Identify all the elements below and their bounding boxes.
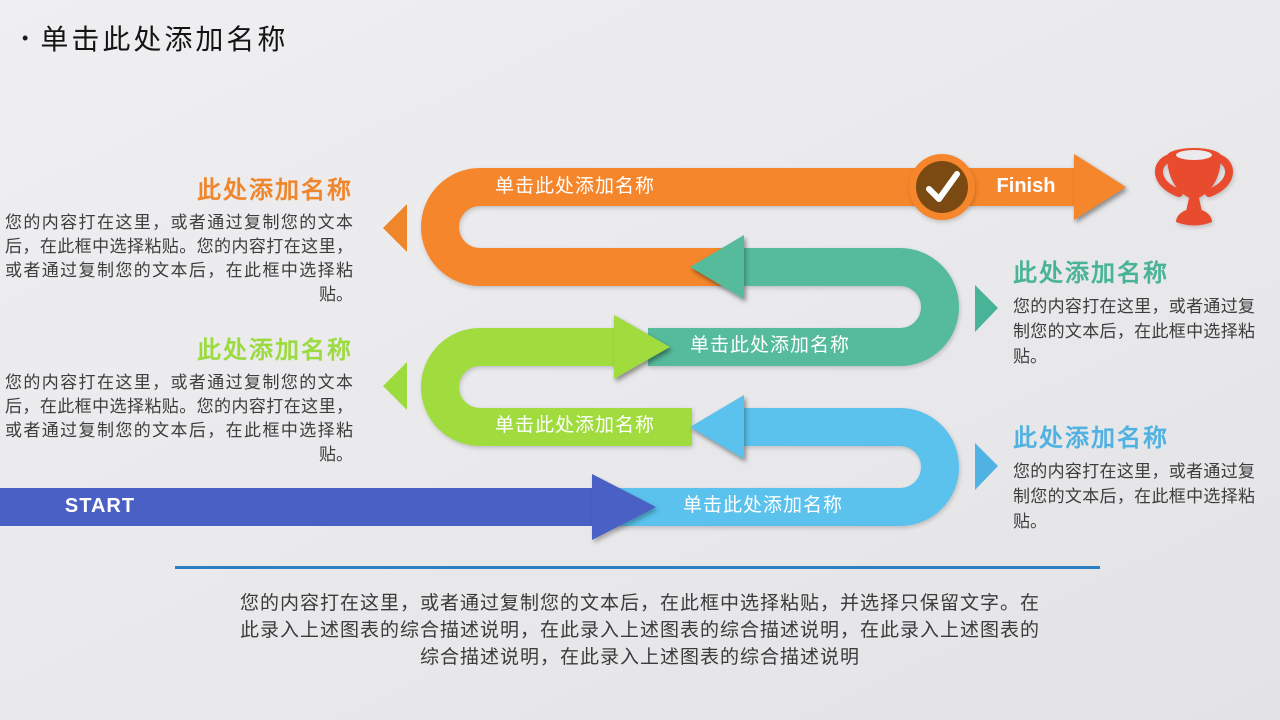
band-label-lightblue: 单击此处添加名称 bbox=[682, 495, 843, 516]
callout-heading: 此处添加名称 bbox=[197, 338, 353, 364]
band-label-orange: 单击此处添加名称 bbox=[494, 176, 655, 197]
footer-line: 您的内容打在这里，或者通过复制您的文本后，在此框中选择粘贴，并选择只保留文字。在 bbox=[239, 593, 1040, 614]
callout-pointer-green bbox=[383, 362, 407, 410]
flow-step-4-orange-path bbox=[421, 154, 1126, 286]
band-label-green: 单击此处添加名称 bbox=[494, 415, 655, 436]
callout-body: 您的内容打在这里，或者通过复制您的文本后，在此框中选择粘贴。 bbox=[1013, 297, 1255, 366]
callout-heading: 此处添加名称 bbox=[197, 178, 353, 204]
footer-description: 您的内容打在这里，或者通过复制您的文本后，在此框中选择粘贴，并选择只保留文字。在… bbox=[140, 590, 1140, 671]
checkmark-badge bbox=[909, 154, 975, 220]
callout-body: 您的内容打在这里，或者通过复制您的文本后，在此框中选择粘贴。您的内容打在这里，或… bbox=[5, 213, 353, 304]
lightblue-arrowhead bbox=[690, 395, 744, 459]
footer-line: 综合描述说明，在此录入上述图表的综合描述说明 bbox=[419, 647, 860, 668]
band-label-teal: 单击此处添加名称 bbox=[689, 335, 850, 356]
flow-step-3-teal-path bbox=[648, 235, 959, 366]
callout-left-bottom: 此处添加名称 您的内容打在这里，或者通过复制您的文本后，在此框中选择粘贴。您的内… bbox=[5, 330, 353, 467]
green-arrowhead bbox=[614, 315, 670, 379]
start-label: START bbox=[64, 495, 136, 517]
finish-label: Finish bbox=[996, 175, 1056, 197]
callout-right-bottom: 此处添加名称 您的内容打在这里，或者通过复制您的文本后，在此框中选择粘贴。 bbox=[1013, 418, 1255, 534]
title-text: 单击此处添加名称 bbox=[40, 24, 289, 55]
start-arrowhead bbox=[592, 474, 656, 540]
start-arrow bbox=[0, 474, 656, 540]
callout-body: 您的内容打在这里，或者通过复制您的文本后，在此框中选择粘贴。 bbox=[1013, 462, 1255, 531]
page-title: • 单击此处添加名称 bbox=[22, 18, 288, 58]
callout-pointer-orange bbox=[383, 204, 407, 252]
title-bullet: • bbox=[22, 27, 29, 48]
divider-line bbox=[175, 566, 1100, 569]
callout-right-top: 此处添加名称 您的内容打在这里，或者通过复制您的文本后，在此框中选择粘贴。 bbox=[1013, 253, 1255, 369]
teal-arrowhead bbox=[690, 235, 744, 299]
flow-step-1-lightblue-path bbox=[606, 395, 959, 526]
trophy-icon bbox=[1154, 148, 1234, 226]
callout-heading: 此处添加名称 bbox=[1013, 426, 1169, 452]
callout-pointer-blue bbox=[975, 443, 998, 490]
checkmark-icon bbox=[926, 171, 960, 202]
callout-pointer-teal bbox=[975, 285, 998, 332]
callout-heading: 此处添加名称 bbox=[1013, 261, 1169, 287]
callout-left-top: 此处添加名称 您的内容打在这里，或者通过复制您的文本后，在此框中选择粘贴。您的内… bbox=[5, 170, 353, 307]
footer-line: 此录入上述图表的综合描述说明，在此录入上述图表的综合描述说明，在此录入上述图表的 bbox=[239, 620, 1040, 641]
finish-arrowhead bbox=[1074, 154, 1126, 220]
flow-step-2-green-path bbox=[421, 315, 692, 446]
callout-body: 您的内容打在这里，或者通过复制您的文本后，在此框中选择粘贴。您的内容打在这里，或… bbox=[5, 373, 353, 464]
